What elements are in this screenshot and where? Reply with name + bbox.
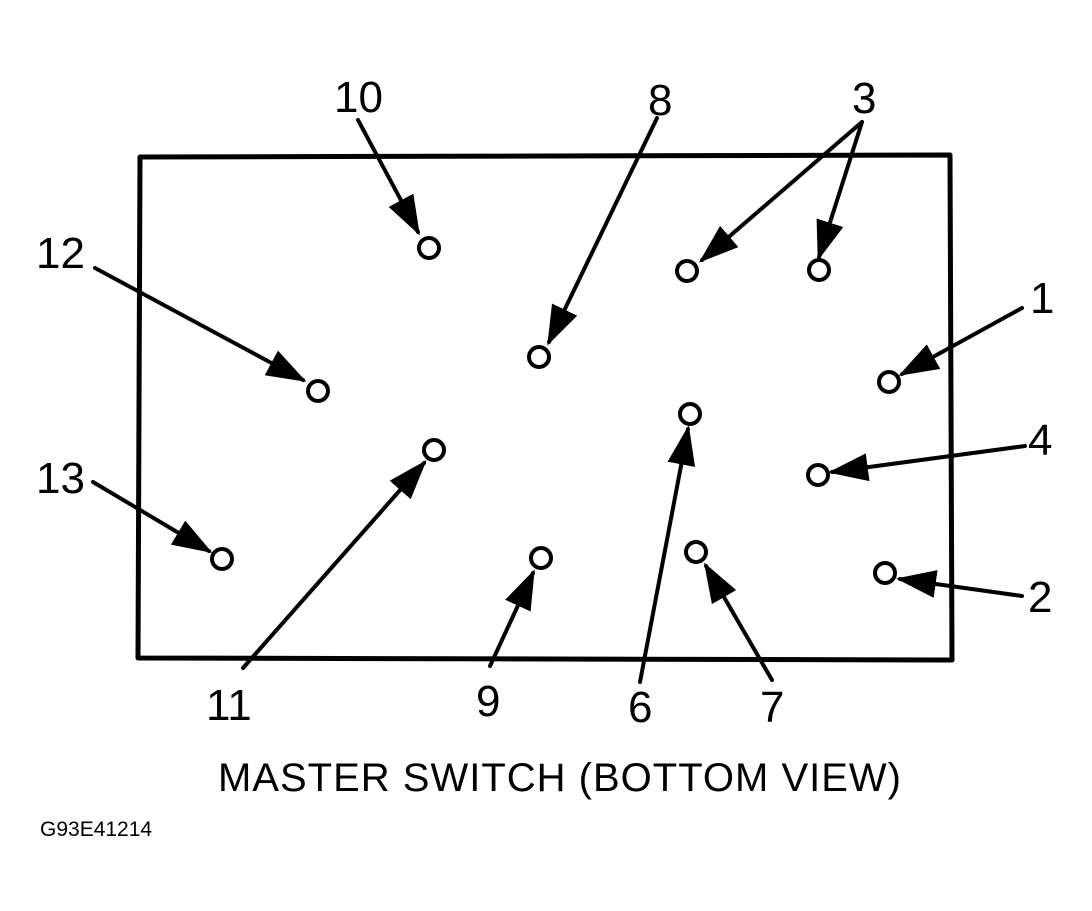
terminal-label-11: 11 bbox=[206, 681, 252, 730]
leader-line-12 bbox=[93, 266, 307, 382]
terminal-pin bbox=[877, 370, 901, 394]
terminal-pin bbox=[417, 236, 441, 260]
terminal-label-7: 7 bbox=[760, 683, 784, 732]
terminal-pin bbox=[527, 345, 551, 369]
leader-line-7 bbox=[703, 562, 774, 682]
leader-line-3b bbox=[816, 120, 864, 261]
terminal-pin bbox=[873, 561, 897, 585]
terminal-label-1: 1 bbox=[1030, 274, 1054, 323]
terminal-label-4: 4 bbox=[1028, 416, 1052, 465]
terminal-pin bbox=[422, 438, 446, 462]
leader-line-3a bbox=[698, 120, 864, 263]
terminal-label-8: 8 bbox=[648, 76, 672, 125]
terminal-pin bbox=[678, 402, 702, 426]
diagram-caption: MASTER SWITCH (BOTTOM VIEW) bbox=[217, 756, 902, 800]
leader-lines bbox=[91, 116, 1027, 684]
leader-line-8 bbox=[547, 116, 659, 346]
terminal-pins bbox=[210, 236, 901, 585]
terminal-label-10: 10 bbox=[334, 73, 383, 122]
leader-line-13 bbox=[91, 480, 213, 554]
terminal-pin bbox=[529, 546, 553, 570]
terminal-label-9: 9 bbox=[476, 677, 500, 726]
terminal-labels: 10 8 3 12 1 4 13 2 11 9 6 7 bbox=[36, 73, 1054, 732]
terminal-label-3: 3 bbox=[852, 74, 876, 123]
figure-code: G93E41214 bbox=[40, 818, 153, 841]
leader-line-1 bbox=[898, 306, 1024, 376]
terminal-label-2: 2 bbox=[1028, 573, 1052, 622]
leader-line-10 bbox=[356, 118, 420, 236]
terminal-pin bbox=[684, 540, 708, 564]
terminal-label-12: 12 bbox=[36, 229, 85, 278]
leader-line-9 bbox=[488, 569, 535, 668]
leader-line-4 bbox=[828, 444, 1027, 482]
terminal-pin bbox=[306, 379, 330, 403]
terminal-pin bbox=[675, 259, 699, 283]
leader-line-2 bbox=[896, 570, 1024, 598]
switch-housing-outline bbox=[135, 152, 955, 663]
terminal-label-6: 6 bbox=[628, 683, 652, 732]
leader-line-6 bbox=[638, 425, 696, 684]
leader-line-11 bbox=[241, 460, 427, 670]
terminal-pin bbox=[806, 463, 830, 487]
terminal-pin bbox=[210, 547, 234, 571]
terminal-label-13: 13 bbox=[36, 454, 85, 503]
terminal-pin bbox=[807, 258, 831, 282]
